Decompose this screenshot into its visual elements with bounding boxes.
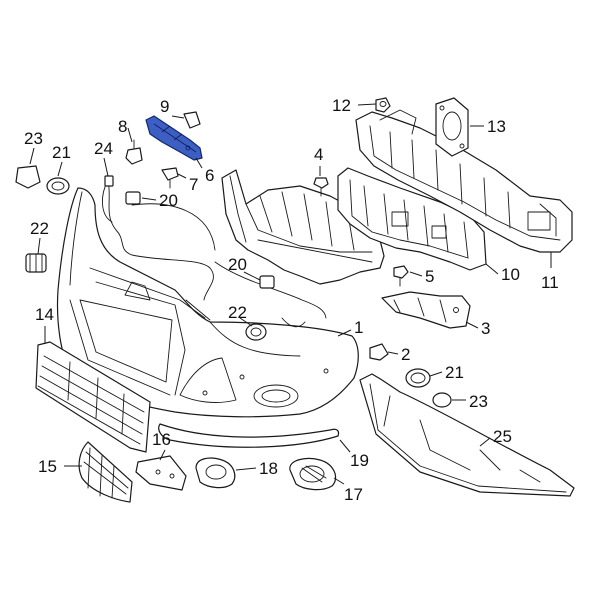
parking-sensor-bezel-right bbox=[432, 392, 452, 408]
callout-24: 24 bbox=[94, 139, 113, 158]
clip bbox=[369, 343, 389, 361]
sensor-retainer-left bbox=[25, 253, 47, 273]
mounting-bracket bbox=[435, 97, 469, 157]
grille-bracket bbox=[135, 455, 187, 491]
callout-23a: 23 bbox=[24, 129, 43, 148]
callout-11: 11 bbox=[541, 273, 559, 292]
sensor-retainer-right bbox=[245, 323, 267, 341]
bolt bbox=[313, 177, 329, 197]
callout-7: 7 bbox=[189, 175, 198, 194]
callout-6: 6 bbox=[205, 166, 214, 185]
connector-upper bbox=[125, 191, 141, 205]
callout-12: 12 bbox=[332, 96, 351, 115]
callout-13: 13 bbox=[487, 117, 506, 136]
callout-14: 14 bbox=[35, 305, 54, 324]
nut bbox=[375, 97, 391, 113]
callout-20a: 20 bbox=[159, 191, 178, 210]
splash-shield bbox=[359, 373, 575, 497]
connector-lower bbox=[259, 275, 275, 289]
lower-lip-spoiler bbox=[158, 423, 340, 448]
bracket-highlighted[interactable] bbox=[145, 115, 203, 161]
callout-20b: 20 bbox=[228, 255, 247, 274]
callout-21b: 21 bbox=[445, 363, 464, 382]
callout-4: 4 bbox=[314, 145, 323, 164]
leader-lines bbox=[29, 103, 552, 485]
impact-bar bbox=[355, 109, 573, 253]
callout-25: 25 bbox=[493, 427, 512, 446]
energy-absorber bbox=[337, 167, 487, 271]
callout-8: 8 bbox=[118, 117, 127, 136]
callout-5: 5 bbox=[425, 267, 434, 286]
callout-21a: 21 bbox=[52, 143, 71, 162]
lower-grille bbox=[35, 341, 151, 453]
callout-18: 18 bbox=[259, 459, 278, 478]
callout-22a: 22 bbox=[30, 219, 49, 238]
callout-3: 3 bbox=[481, 319, 490, 338]
push-clip bbox=[161, 167, 179, 189]
parking-sensor-right bbox=[405, 368, 431, 388]
callout-22b: 22 bbox=[228, 303, 247, 322]
fog-lamp-bezel-left bbox=[195, 457, 236, 489]
callout-17: 17 bbox=[344, 485, 363, 504]
screw bbox=[393, 265, 409, 287]
parking-sensor-bezel-left bbox=[15, 165, 41, 189]
side-bracket bbox=[381, 291, 471, 329]
wire-harness bbox=[102, 175, 327, 328]
fog-lamp-bezel-right bbox=[289, 457, 337, 491]
callout-9: 9 bbox=[160, 97, 169, 116]
side-grille bbox=[78, 441, 133, 503]
callout-10: 10 bbox=[501, 265, 520, 284]
pin-clip bbox=[125, 139, 143, 165]
callout-23b: 23 bbox=[469, 392, 488, 411]
callout-labels: 1 2 3 4 5 6 7 8 9 10 11 12 13 14 15 16 1… bbox=[24, 96, 559, 504]
callout-2: 2 bbox=[401, 345, 410, 364]
callout-1: 1 bbox=[354, 318, 363, 337]
bumper-cover bbox=[56, 187, 359, 418]
bumper-reinforcement-upper bbox=[221, 169, 385, 285]
callout-15: 15 bbox=[38, 457, 57, 476]
callout-19: 19 bbox=[350, 451, 369, 470]
bracket-clip bbox=[183, 111, 201, 129]
callout-16: 16 bbox=[152, 430, 171, 449]
parking-sensor-left bbox=[46, 177, 70, 195]
